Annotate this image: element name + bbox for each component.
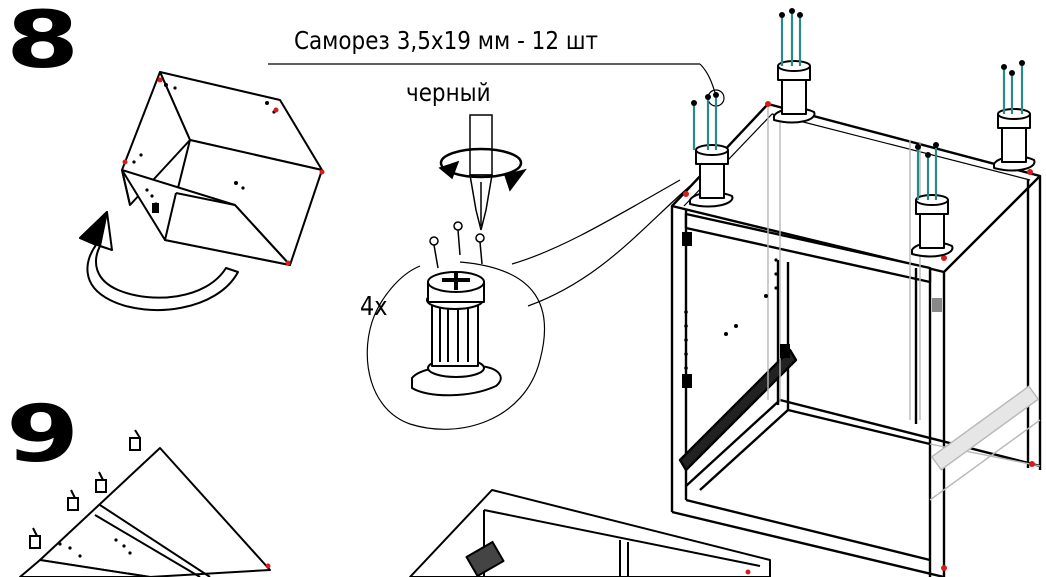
flip-cabinet-red-dots (122, 77, 325, 266)
main-cabinet-ghost (767, 104, 1041, 501)
screwdriver-icon (438, 114, 527, 231)
leg-front-left (689, 144, 734, 208)
leg-screws (692, 14, 1024, 200)
leg-back-left (773, 60, 816, 124)
callout-leader (268, 63, 725, 107)
leg-back-right (993, 108, 1036, 172)
leg-detail (411, 271, 502, 397)
main-cabinet-dots (682, 232, 942, 388)
partial-cabinet (409, 489, 771, 577)
detail-bubble (366, 179, 691, 430)
main-cabinet (670, 102, 1042, 577)
rotate-arrow-icon (79, 211, 239, 311)
screws-icon (429, 221, 485, 269)
step-9-number: 9 (6, 390, 80, 480)
cabinet-legs (689, 60, 1036, 258)
side-cabinet-legs (29, 429, 141, 549)
screw-spec-label: Саморез 3,5x19 мм - 12 шт (294, 26, 599, 55)
screw-color-label: черный (406, 78, 491, 107)
flip-cabinet-dots (132, 83, 276, 213)
leg-front-right (911, 194, 954, 258)
flip-cabinet (121, 71, 323, 266)
side-cabinet-dots (58, 538, 271, 569)
side-cabinet (19, 447, 271, 577)
quantity-label: 4x (360, 292, 388, 322)
step-8-number: 8 (6, 0, 80, 86)
main-cabinet-red-dots (683, 101, 1035, 571)
leg-screw-heads (691, 8, 1025, 158)
